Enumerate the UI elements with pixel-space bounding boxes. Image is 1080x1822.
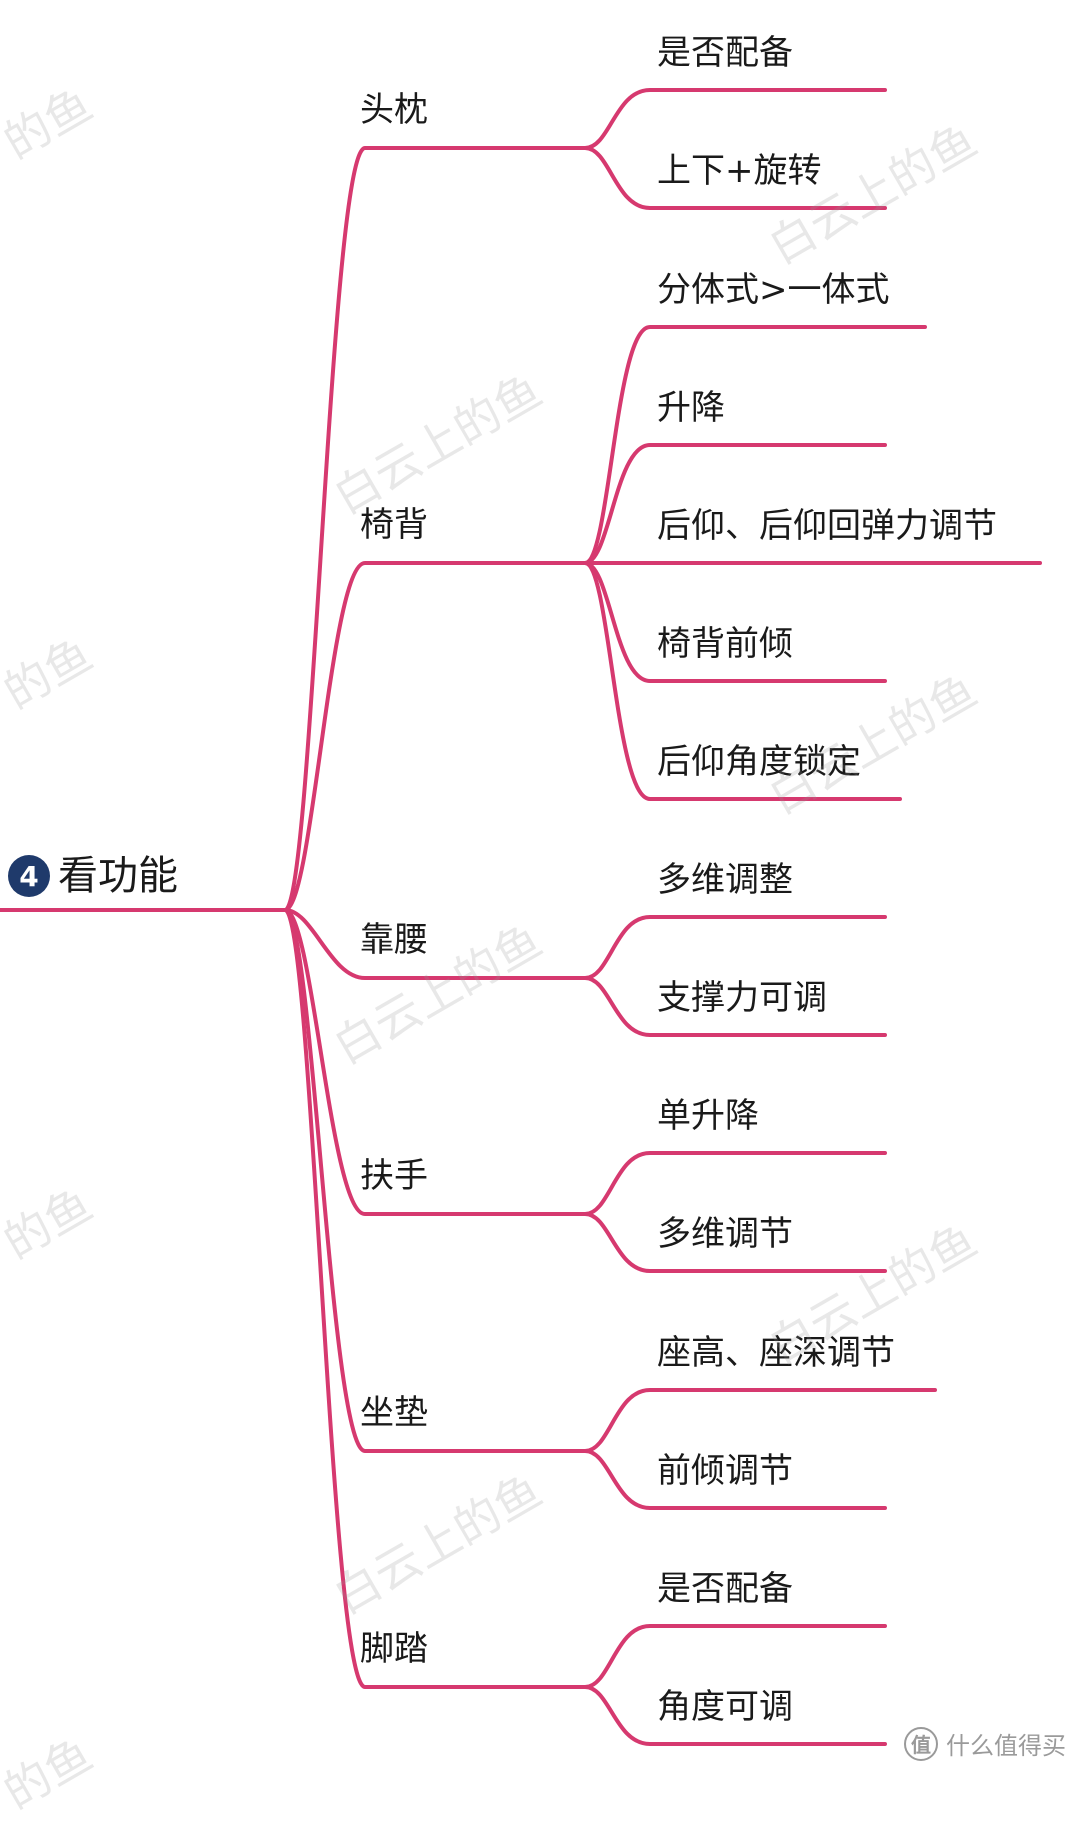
leaf-connector-line <box>583 443 887 565</box>
leaf-label: 座高、座深调节 <box>657 1333 895 1373</box>
leaf-label: 单升降 <box>657 1096 759 1136</box>
leaf-label: 是否配备 <box>657 1569 793 1609</box>
root-number-badge: 4 <box>8 855 50 897</box>
leaf-label: 角度可调 <box>657 1687 793 1727</box>
leaf-label: 是否配备 <box>657 33 793 73</box>
logo-icon: 值 <box>904 1726 938 1761</box>
leaf-connector-line <box>583 976 887 1037</box>
branch-connector-line <box>283 146 587 912</box>
leaf-label: 后仰角度锁定 <box>657 742 861 782</box>
leaf-label: 后仰、后仰回弹力调节 <box>657 506 997 546</box>
leaf-connector-line <box>583 1151 887 1216</box>
branch-connector-line <box>283 908 587 1216</box>
leaf-connector-line <box>583 1212 887 1273</box>
leaf-label: 多维调整 <box>657 860 793 900</box>
leaf-label: 多维调节 <box>657 1214 793 1254</box>
leaf-connector-line <box>583 88 887 150</box>
leaf-connector-line <box>583 915 887 980</box>
leaf-label: 支撑力可调 <box>657 978 827 1018</box>
leaf-connector-line <box>583 1624 887 1689</box>
footer-watermark: 值 什么值得买 <box>904 1726 1066 1761</box>
leaf-connector-line <box>583 1449 887 1510</box>
leaf-connector-line <box>583 325 927 565</box>
branch-connector-line <box>283 561 587 912</box>
branch-label-headrest: 头枕 <box>360 90 428 130</box>
leaf-connector-line <box>583 1685 887 1746</box>
branch-label-backrest: 椅背 <box>360 505 428 545</box>
leaf-connector-line <box>583 561 902 801</box>
leaf-connector-line <box>583 561 887 683</box>
leaf-connector-line <box>583 146 887 210</box>
branch-label-lumbar: 靠腰 <box>360 920 428 960</box>
leaf-label: 上下+旋转 <box>657 151 822 191</box>
root-topic: 看功能 <box>58 853 178 899</box>
mindmap-lines <box>0 88 1042 1746</box>
branch-connector-line <box>283 908 587 1689</box>
leaf-label: 椅背前倾 <box>657 624 793 664</box>
branch-label-armrest: 扶手 <box>360 1156 428 1196</box>
leaf-label: 前倾调节 <box>657 1451 793 1491</box>
branch-label-seat: 坐垫 <box>360 1393 428 1433</box>
leaf-connector-line <box>583 1388 937 1453</box>
branch-label-footrest: 脚踏 <box>360 1629 428 1669</box>
footer-site-name: 什么值得买 <box>946 1732 1066 1760</box>
leaf-label: 升降 <box>657 388 725 428</box>
leaf-label: 分体式>一体式 <box>657 270 890 310</box>
branch-connector-line <box>283 908 587 1453</box>
branch-connector-line <box>283 908 587 980</box>
